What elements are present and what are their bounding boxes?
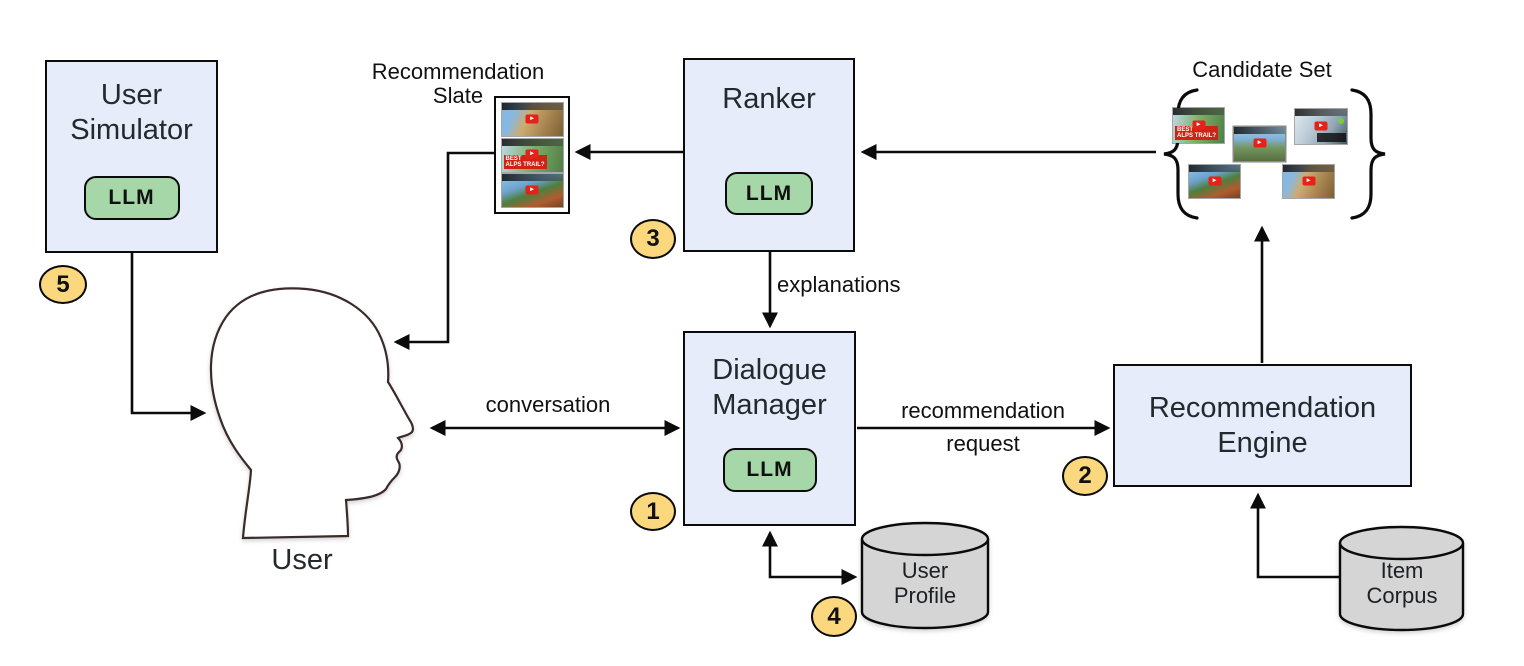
thumbnail-logo-dot <box>1338 118 1344 124</box>
thumbnail-title-bar <box>501 138 563 146</box>
youtube-play-icon: ▶ <box>1253 138 1266 148</box>
item-corpus-label: Item Corpus <box>1366 558 1438 608</box>
youtube-play-icon: ▶ <box>1208 176 1221 186</box>
recommendation-slate-label: Recommendation Slate <box>371 59 545 108</box>
thumbnail-title-bar <box>1283 165 1334 172</box>
arrow-user-simulator-to-user <box>130 253 207 422</box>
thumbnail-title-bar <box>501 174 563 182</box>
video-thumbnail: ▶ <box>1283 165 1334 198</box>
candidate-set-label: Candidate Set <box>1192 57 1332 82</box>
video-thumbnail: ▶ <box>1189 165 1240 198</box>
user-label: User <box>271 544 333 576</box>
explanations-edge-label: explanations <box>777 272 901 297</box>
arrow-item-corpus-to-engine <box>1249 492 1340 579</box>
video-thumbnail: ▶ <box>501 102 563 136</box>
youtube-play-icon: ▶ <box>1314 121 1328 131</box>
video-thumbnail: ▶ <box>1234 127 1285 161</box>
brace-right-icon <box>1350 88 1386 220</box>
video-thumbnail: ▶ <box>1295 109 1347 144</box>
badge-4: 4 <box>811 596 857 637</box>
badge-3: 3 <box>630 219 676 259</box>
youtube-play-icon: ▶ <box>525 149 539 159</box>
badge-5: 5 <box>39 265 87 304</box>
dialogue-manager-node: Dialogue Manager LLM <box>683 331 856 526</box>
user-simulator-node: User Simulator LLM <box>45 60 218 253</box>
thumbnail-caption: BEST ALPS TRAIL? <box>1175 126 1218 140</box>
ranker-node: Ranker LLM <box>683 58 855 252</box>
thumbnail-title-bar <box>1295 109 1347 116</box>
thumbnail-title-bar <box>501 102 563 110</box>
ranker-title: Ranker <box>722 83 816 115</box>
recommendation-engine-title: Recommendation Engine <box>1148 391 1377 459</box>
brace-left-icon <box>1163 88 1199 220</box>
thumbnail-title-bar <box>1189 165 1240 172</box>
video-thumbnail: BEST ALPS TRAIL? ▶ <box>501 138 563 172</box>
user-simulator-llm-chip: LLM <box>83 176 180 220</box>
thumbnail-caption-block <box>1317 133 1346 142</box>
youtube-play-icon: ▶ <box>525 114 539 124</box>
user-profile-cylinder-icon <box>860 521 990 630</box>
dialogue-manager-llm-chip: LLM <box>722 448 817 492</box>
arrow-slate-to-user <box>393 151 494 351</box>
youtube-play-icon: ▶ <box>1192 120 1205 130</box>
video-thumbnail: ▶ <box>501 174 563 208</box>
youtube-play-icon: ▶ <box>1302 176 1315 186</box>
youtube-play-icon: ▶ <box>525 185 539 195</box>
badge-2: 2 <box>1062 456 1108 496</box>
user-head-icon <box>209 287 415 540</box>
video-thumbnail: BEST ALPS TRAIL? ▶ <box>1173 108 1224 143</box>
thumbnail-title-bar <box>1234 127 1285 134</box>
recommendation-request-edge-label-line2: request <box>946 431 1020 456</box>
item-corpus-cylinder-icon <box>1338 525 1465 632</box>
recommendation-request-edge-label-line1: recommendation <box>901 398 1065 423</box>
user-profile-label: User Profile <box>893 558 957 608</box>
badge-1: 1 <box>630 492 676 531</box>
ranker-llm-chip: LLM <box>725 172 813 215</box>
recommendation-engine-node: Recommendation Engine <box>1113 364 1412 487</box>
thumbnail-title-bar <box>1173 108 1224 115</box>
user-simulator-title: User Simulator <box>70 79 193 146</box>
conversation-edge-label: conversation <box>485 392 611 417</box>
arrow-dialogue-manager-user-profile <box>761 530 858 586</box>
recommendation-slate-box: ▶ BEST ALPS TRAIL? ▶ ▶ <box>494 96 570 214</box>
dialogue-manager-title: Dialogue Manager <box>712 354 827 421</box>
